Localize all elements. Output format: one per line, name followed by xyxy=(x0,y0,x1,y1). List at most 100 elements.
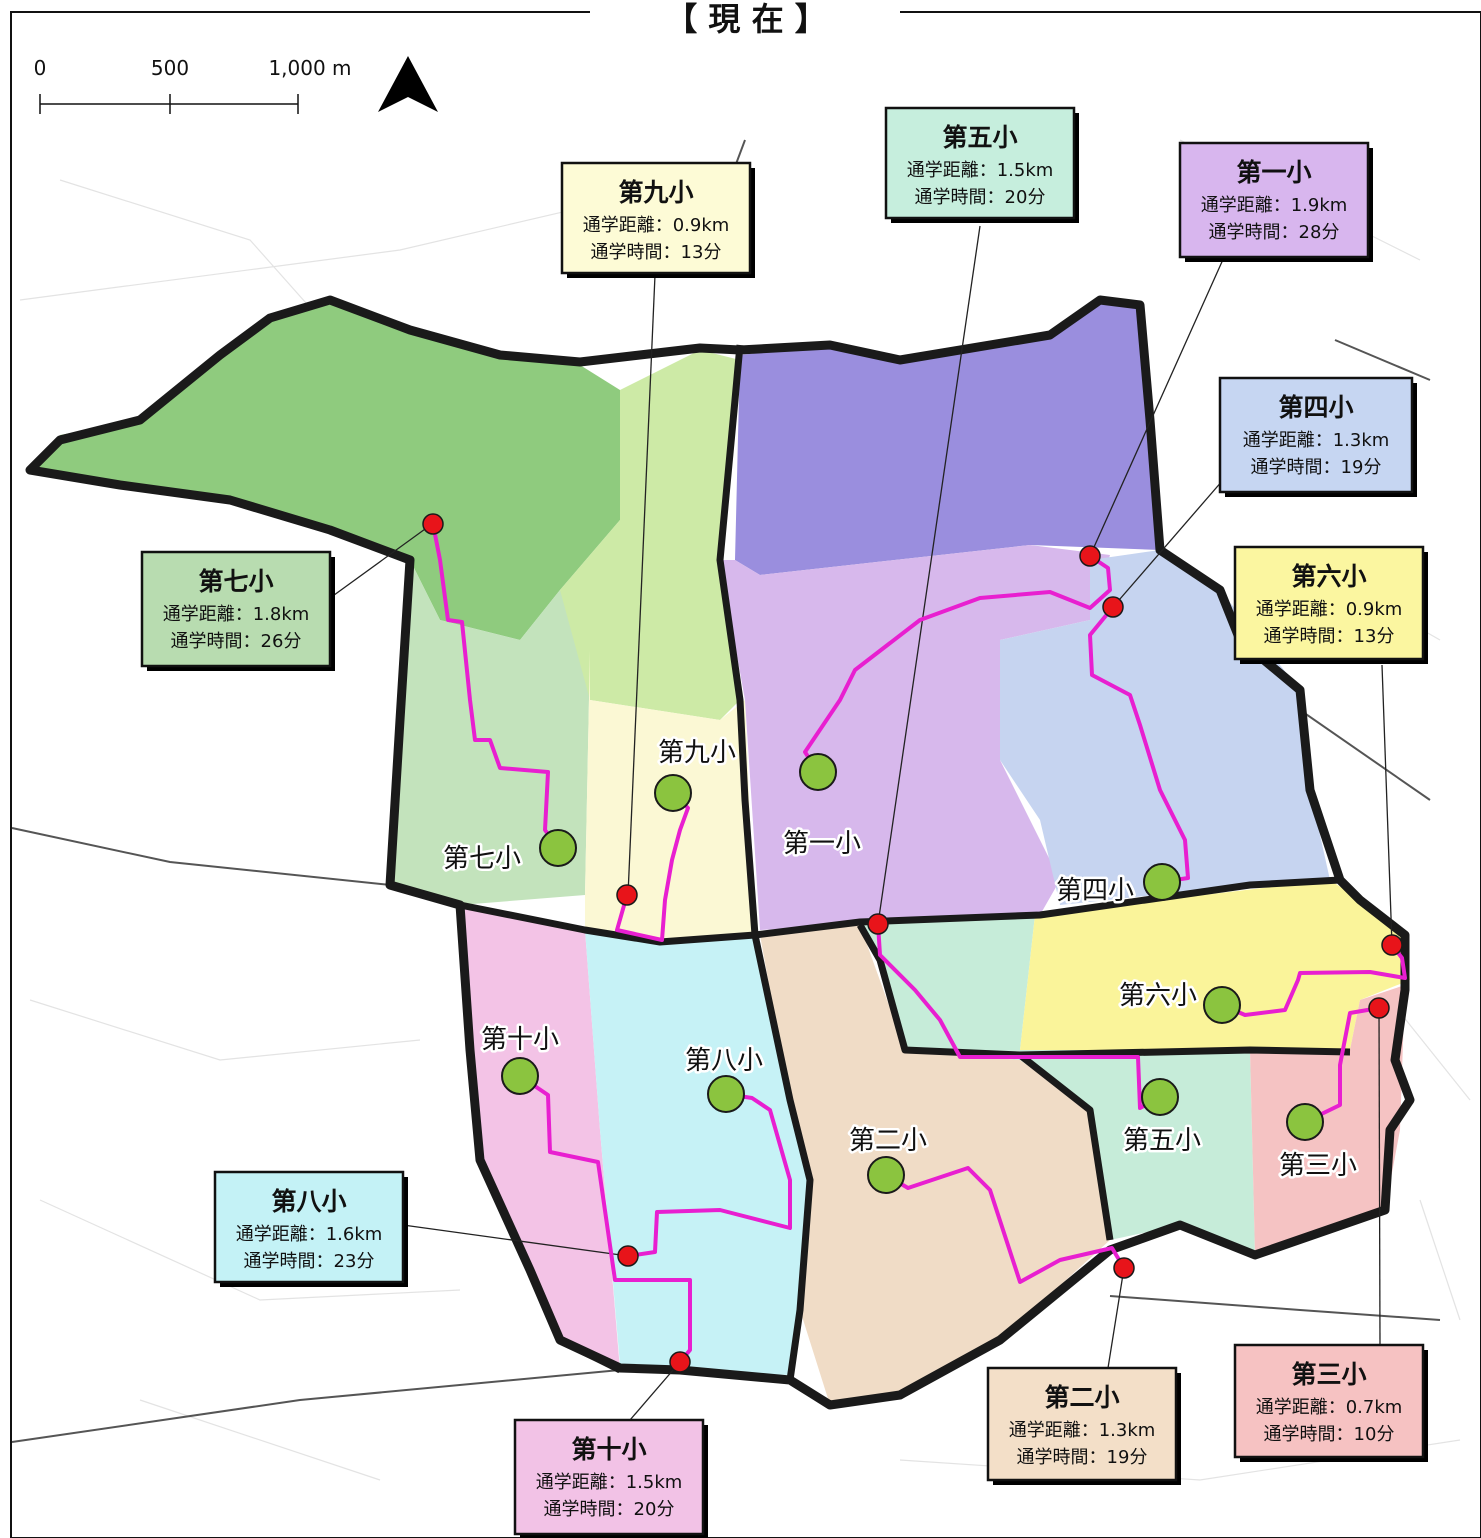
info-box-panel xyxy=(986,1366,1178,1482)
info-box-title: 第七小 xyxy=(198,567,273,596)
home-marker-s4[interactable] xyxy=(1102,596,1124,618)
school-marker-s5[interactable] xyxy=(1141,1078,1179,1116)
school-marker-s3[interactable] xyxy=(1286,1103,1324,1141)
title-backdrop xyxy=(590,0,900,40)
home-marker-s8[interactable] xyxy=(617,1245,639,1267)
home-marker-s2[interactable] xyxy=(1113,1257,1135,1279)
school-map-label-s1: 第一小 xyxy=(783,829,861,859)
north-arrow-icon xyxy=(378,56,438,112)
info-box-panel xyxy=(213,1170,405,1284)
home-marker-s6[interactable] xyxy=(1381,934,1403,956)
school-marker-s9[interactable] xyxy=(654,774,692,812)
school-info-boxes: 第七小通学距離：1.8km通学時間：26分第九小通学距離：0.9km通学時間：1… xyxy=(140,106,1428,1538)
district-1-upper xyxy=(735,300,1160,575)
info-box-distance: 通学距離：1.9km xyxy=(1201,195,1348,216)
info-box-title: 第三小 xyxy=(1291,1360,1366,1389)
home-marker-s10[interactable] xyxy=(669,1351,691,1373)
commute-route-s3 xyxy=(1304,1006,1380,1124)
school-map-label-s4: 第四小 xyxy=(1056,876,1134,906)
farthest-home-markers xyxy=(422,513,1403,1373)
school-map-label-s3: 第三小 xyxy=(1279,1151,1357,1181)
info-box-panel xyxy=(1178,141,1370,259)
commute-route-s6 xyxy=(1221,943,1407,1017)
school-marker-s10[interactable] xyxy=(501,1057,539,1095)
school-map-label-s6: 第六小 xyxy=(1119,981,1197,1011)
home-marker-s3[interactable] xyxy=(1368,997,1390,1019)
school-map-label-s5: 第五小 xyxy=(1123,1126,1201,1156)
info-box-title: 第八小 xyxy=(271,1187,346,1216)
home-marker-s5[interactable] xyxy=(867,913,889,935)
info-box-distance: 通学距離：0.9km xyxy=(1256,599,1403,620)
info-box-title: 第四小 xyxy=(1278,393,1353,422)
info-box-title: 第六小 xyxy=(1291,562,1366,591)
school-marker-s7[interactable] xyxy=(539,829,577,867)
info-box-distance: 通学距離：1.5km xyxy=(907,160,1054,181)
school-marker-s2[interactable] xyxy=(867,1156,905,1194)
district-7-upper xyxy=(30,300,620,640)
district-9-upper xyxy=(560,350,740,720)
scale-tick-500: 500 xyxy=(151,56,189,80)
info-box-panel xyxy=(140,550,332,668)
info-box-distance: 通学距離：0.7km xyxy=(1256,1397,1403,1418)
school-map-label-s2: 第二小 xyxy=(849,1126,927,1156)
school-map-label-s8: 第八小 xyxy=(685,1046,763,1076)
info-box-distance: 通学距離：1.6km xyxy=(236,1224,383,1245)
home-marker-s1[interactable] xyxy=(1079,545,1101,567)
info-box-distance: 通学距離：1.8km xyxy=(163,604,310,625)
commute-route-s9 xyxy=(615,791,690,942)
scale-bar: 0 500 1,000 m xyxy=(34,56,352,114)
home-marker-s9[interactable] xyxy=(616,884,638,906)
info-box-panel xyxy=(513,1418,705,1536)
info-box-distance: 通学距離：1.3km xyxy=(1243,430,1390,451)
info-box-panel xyxy=(560,161,752,275)
info-box-time: 通学時間：13分 xyxy=(1264,626,1395,647)
district-2 xyxy=(760,925,1110,1405)
school-marker-s4[interactable] xyxy=(1143,863,1181,901)
school-marker-s1[interactable] xyxy=(799,753,837,791)
district-6 xyxy=(1020,880,1410,1050)
info-box-time: 通学時間：28分 xyxy=(1209,222,1340,243)
info-box-title: 第五小 xyxy=(942,123,1017,152)
info-box-title: 第二小 xyxy=(1044,1383,1119,1412)
district-8 xyxy=(585,930,810,1375)
district-5-north xyxy=(860,915,1035,1055)
leader-lines xyxy=(329,225,1393,1421)
info-box-distance: 通学距離：0.9km xyxy=(583,215,730,236)
school-map-label-s9: 第九小 xyxy=(658,738,736,768)
school-map-label-s10: 第十小 xyxy=(481,1025,559,1055)
info-box-time: 通学時間：19分 xyxy=(1017,1447,1148,1468)
info-box-time: 通学時間：23分 xyxy=(244,1251,375,1272)
info-box-panel xyxy=(884,106,1076,220)
info-box-time: 通学時間：13分 xyxy=(591,242,722,263)
commute-route-s2 xyxy=(884,1166,1126,1284)
info-box-panel xyxy=(1233,545,1425,661)
school-marker-s6[interactable] xyxy=(1203,986,1241,1024)
info-box-title: 第一小 xyxy=(1236,158,1311,187)
commute-routes xyxy=(431,523,1407,1364)
info-box-distance: 通学距離：1.5km xyxy=(536,1472,683,1493)
info-box-title: 第十小 xyxy=(571,1435,646,1464)
info-box-title: 第九小 xyxy=(618,178,693,207)
commute-route-s8 xyxy=(627,1092,792,1258)
school-marker-s8[interactable] xyxy=(707,1075,745,1113)
commute-route-s1 xyxy=(803,554,1112,774)
district-7-lower xyxy=(390,560,590,905)
map-title: 【 現 在 】 xyxy=(665,0,826,38)
commute-route-s10 xyxy=(518,1074,692,1364)
info-box-time: 通学時間：10分 xyxy=(1264,1424,1395,1445)
school-map-label-s7: 第七小 xyxy=(443,844,521,874)
home-marker-s7[interactable] xyxy=(422,513,444,535)
district-areas xyxy=(30,300,1410,1405)
